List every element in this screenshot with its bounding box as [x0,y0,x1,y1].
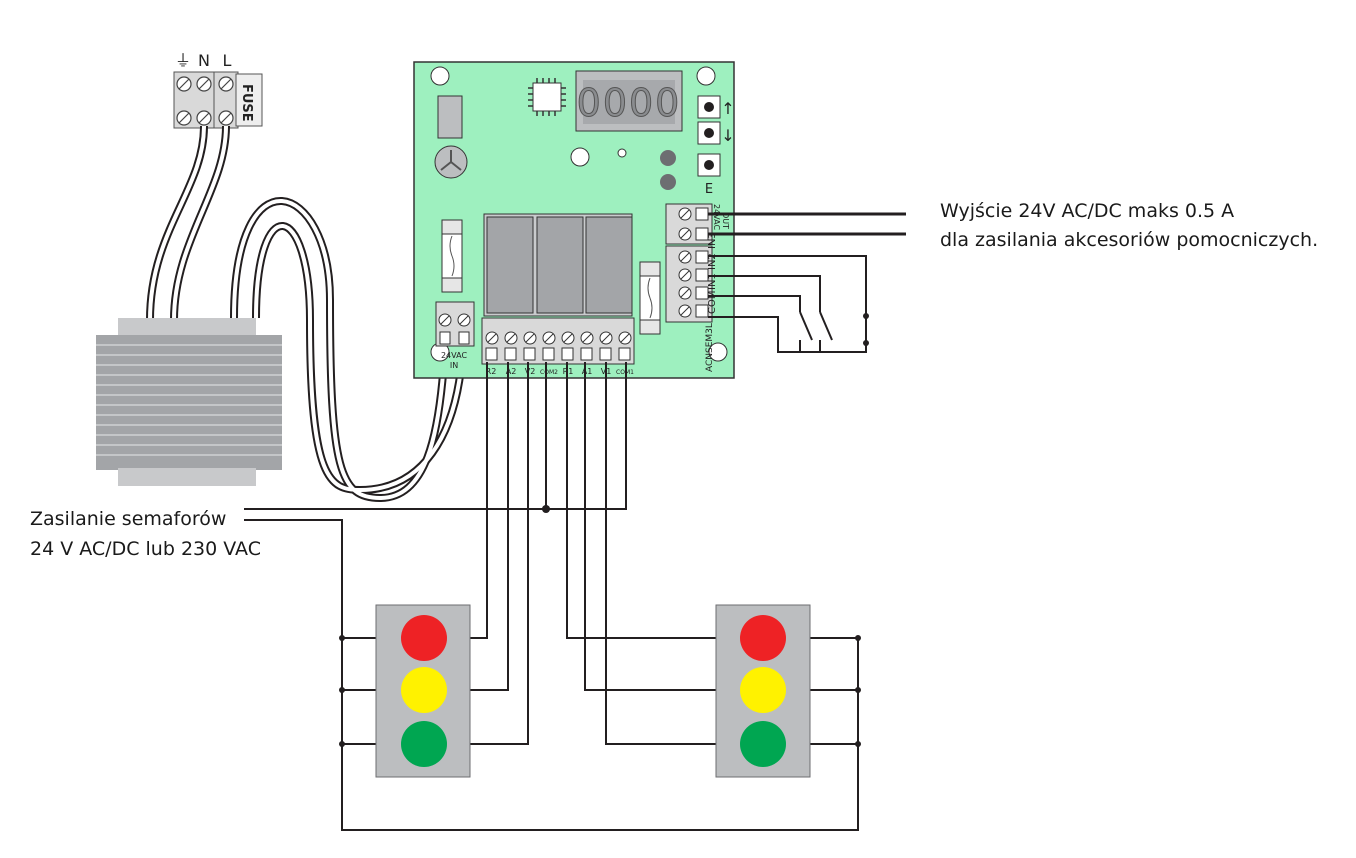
neutral-label: N [198,51,210,70]
secondary-wires [232,199,465,501]
terminal-label-com2: COM2 [540,369,558,376]
display-digits: 0000 [577,81,682,125]
output-note-line1: Wyjście 24V AC/DC maks 0.5 A [940,200,1235,222]
input-label-in3: IN3 [707,232,718,249]
traffic-light-right [715,604,811,778]
supply-note-line1: Zasilanie semaforów [30,508,227,530]
board-name: ACNSEM3L [705,323,715,372]
terminal-label-v2: V2 [525,367,536,376]
power-in-sublabel: IN [450,361,458,370]
fuse-left [441,219,463,293]
fuse-right [639,261,661,335]
green-lamp-right [740,721,786,767]
acc-out-label: 24VAC [712,204,721,230]
fuse-label: FUSE [239,84,254,122]
microcontroller-chip [528,78,566,116]
power-in-label: 24VAC [441,351,467,360]
up-arrow-icon: ↑ [721,99,734,118]
enter-button[interactable] [697,153,721,177]
live-label: L [223,51,232,70]
yellow-lamp-right [740,667,786,713]
up-button[interactable] [697,95,721,119]
red-lamp-left [401,615,447,661]
terminal-label-a1: A1 [582,367,593,376]
down-button[interactable] [697,121,721,145]
led-grey-2 [660,174,676,190]
input-label-in1: IN1 [707,273,718,290]
power-in-terminal [435,301,475,347]
led-white [570,147,590,167]
mains-wires [146,125,230,321]
green-lamp-left [401,721,447,767]
yellow-lamp-left [401,667,447,713]
led-grey-1 [660,150,676,166]
traffic-light-left [375,604,471,778]
led-small [617,148,627,158]
supply-note-line2: 24 V AC/DC lub 230 VAC [30,538,261,560]
enter-label: E [705,182,713,197]
seven-segment-display: 0000 [575,70,683,132]
input-label-in2: IN2 [707,253,718,270]
lamp-supply-wiring [244,362,859,831]
accessory-output-wires [708,212,906,236]
acc-out-sublabel: OUT [721,212,730,229]
mains-terminal-block: ⏚ N L FUSE [173,51,263,129]
earth-symbol: ⏚ [175,51,191,70]
output-terminal-block [481,317,635,365]
terminal-label-a2: A2 [506,367,517,376]
controller-board: 0000 ↑ ↓ E [413,61,735,379]
terminal-screws [176,76,234,126]
terminal-label-r2: R2 [486,367,497,376]
red-lamp-right [740,615,786,661]
transformer [96,318,282,486]
relays [483,213,633,317]
right-terminal-block [665,203,713,323]
input-switch-wiring [708,255,867,353]
down-arrow-icon: ↓ [721,126,734,145]
output-note-line2: dla zasilania akcesoriów pomocniczych. [940,229,1319,251]
input-label-com: COM [707,291,718,314]
